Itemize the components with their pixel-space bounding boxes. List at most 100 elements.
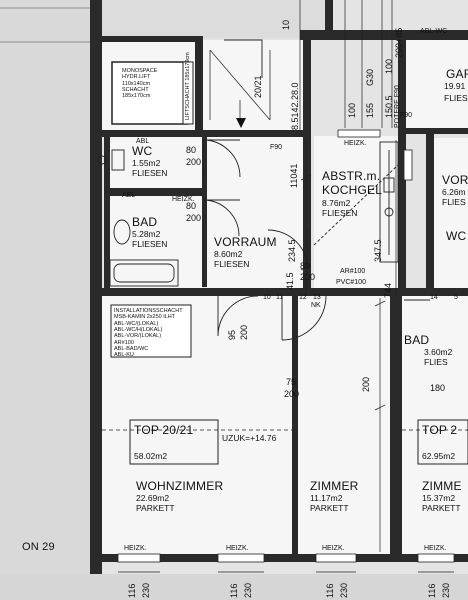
- bad-heizk: HEIZK.: [172, 196, 195, 203]
- ar100-label: AR#100: [340, 268, 366, 275]
- bad-abl-label: ABL: [122, 192, 136, 199]
- wc-room-area: 1.55m2: [132, 158, 161, 168]
- wc-door-height: 200: [186, 157, 202, 167]
- top-main-area: 58.02m2: [134, 451, 168, 461]
- bad-door-width: 80: [186, 201, 197, 211]
- bad-door-height: 200: [186, 213, 202, 223]
- bath-fixtures: [97, 149, 179, 287]
- heizk-bottom-1: HEIZK.: [124, 545, 147, 552]
- abl-top-label: ABL-WC: [420, 28, 448, 35]
- pvc100-label: PVC#100: [336, 279, 366, 286]
- dim-top-c: 150.5: [384, 95, 394, 118]
- stair-arrow: [236, 118, 246, 128]
- abstr-door-height: 200: [300, 272, 316, 282]
- vorraum-door-width: 95: [227, 329, 237, 340]
- outer-shading-bottom: [0, 574, 468, 600]
- gar-room-area: 19.91: [444, 81, 466, 91]
- bad-right-area: 3.60m2: [424, 347, 453, 357]
- vor-room-area: 6.26m: [442, 187, 466, 197]
- abstr-room-name: ABSTR.m.: [322, 169, 381, 183]
- vorraum-room-name: VORRAUM: [214, 235, 277, 249]
- dim-top-mid: 8.5142.28.0: [290, 82, 300, 130]
- vorraum-room-floor: FLIESEN: [214, 259, 250, 269]
- lift-vertical-label: LIFTSCHACHT 185x170cm: [185, 52, 191, 120]
- door-swings: [202, 39, 430, 341]
- top-right-box: [417, 419, 468, 465]
- kitchen-fixtures: [313, 141, 399, 263]
- num-14: 14: [430, 294, 438, 301]
- dimension-lines: [102, 0, 468, 552]
- lift: [111, 61, 194, 125]
- f90-label-1: F90: [270, 144, 283, 151]
- num-13: 13: [313, 294, 321, 301]
- abstr-room-name2: KOCHGEL: [322, 183, 383, 197]
- abstr-heizk: HEIZK.: [344, 140, 367, 147]
- gar-room-name: GAR: [446, 67, 468, 81]
- dim-top-b: 155: [365, 102, 375, 118]
- top-right-area: 62.95m2: [422, 451, 456, 461]
- potere-label: POTERE F90: [394, 85, 401, 128]
- abstr-room-floor: FLIESEN: [322, 208, 358, 218]
- top-right-label: TOP 2: [422, 423, 458, 437]
- zimmer-room-name: ZIMMER: [310, 479, 359, 493]
- dim-200: 200: [361, 376, 371, 392]
- heizk-bottom-2: HEIZK.: [226, 545, 249, 552]
- win-dim-1a: 116: [127, 583, 137, 598]
- num-11: 11: [276, 294, 284, 301]
- zimmer-right-area: 15.37m2: [422, 493, 456, 503]
- zimmer-room-area: 11.17m2: [310, 493, 343, 503]
- heizk-bottom-3: HEIZK.: [322, 545, 345, 552]
- outer-shading-left: [0, 0, 92, 600]
- top-main-label: TOP 20/21: [134, 423, 194, 437]
- dim-234-5: 234.5: [287, 239, 297, 262]
- wc-room-name: WC: [132, 144, 153, 158]
- zimmer-room-floor: PARKETT: [310, 503, 349, 513]
- win-dim-1b: 230: [141, 582, 151, 598]
- vorraum-room-area: 8.60m2: [214, 249, 243, 259]
- num-12: 12: [299, 294, 307, 301]
- wohnzimmer-room-name: WOHNZIMMER: [136, 479, 224, 493]
- num-10: 10: [263, 294, 271, 301]
- zimmer-right-name: ZIMME: [422, 479, 462, 493]
- win-dim-3b: 230: [339, 582, 349, 598]
- level-label: UZUK=+14.76: [222, 433, 277, 443]
- windows: [117, 129, 455, 563]
- lift-label: MONOSPACE HYDR.LIFT 110x140cm SCHACHT 18…: [122, 68, 158, 100]
- wohnzimmer-room-floor: PARKETT: [136, 503, 175, 513]
- nk-label: NK: [311, 302, 321, 309]
- dim-41-5: 41.5: [285, 272, 295, 290]
- f90-label-2: F90: [400, 112, 413, 119]
- wall-hatch: [0, 7, 90, 43]
- wohnzimmer-room-area: 22.69m2: [136, 493, 170, 503]
- shaft-label: 20/21: [253, 75, 263, 98]
- bad-room-area: 5.28m2: [132, 229, 161, 239]
- wc-right-name: WC: [446, 229, 467, 243]
- win-dim-3a: 116: [325, 583, 335, 598]
- dim-top-left: 10: [281, 19, 291, 30]
- walls: [90, 0, 468, 574]
- num-5: 5: [454, 294, 458, 301]
- dim-744: 744: [383, 282, 393, 298]
- wc-abl-label: ABL: [136, 138, 150, 145]
- abstr-door-width: 80: [300, 261, 311, 271]
- bad-room-name: BAD: [132, 215, 158, 229]
- win-dim-4a: 116: [427, 583, 437, 598]
- dim-11041: 11041: [289, 163, 299, 188]
- vor-room-floor: FLIES: [442, 197, 466, 207]
- abstr-room-area: 8.76m2: [322, 198, 351, 208]
- dim-top-e: G30: [365, 68, 375, 86]
- dim-top-f: 100: [384, 58, 394, 74]
- on-level-label: ON 29: [22, 541, 55, 553]
- wc-door-width: 80: [186, 145, 197, 155]
- bad-right-floor: FLIES: [424, 357, 448, 367]
- win-dim-2b: 230: [243, 582, 253, 598]
- top-main-box: [129, 419, 219, 465]
- dim-top-a: 100: [347, 102, 357, 118]
- dim-top-d: 200+85: [394, 27, 404, 58]
- stair-area-top: [92, 0, 330, 38]
- vorraum-door-height: 200: [239, 324, 249, 340]
- dim-180: 180: [430, 383, 446, 393]
- installation-text: INSTALLATIONSSCHACHT MSB-KAMIN 2x250 ILH…: [114, 308, 183, 359]
- bad-right-name: BAD: [404, 333, 430, 347]
